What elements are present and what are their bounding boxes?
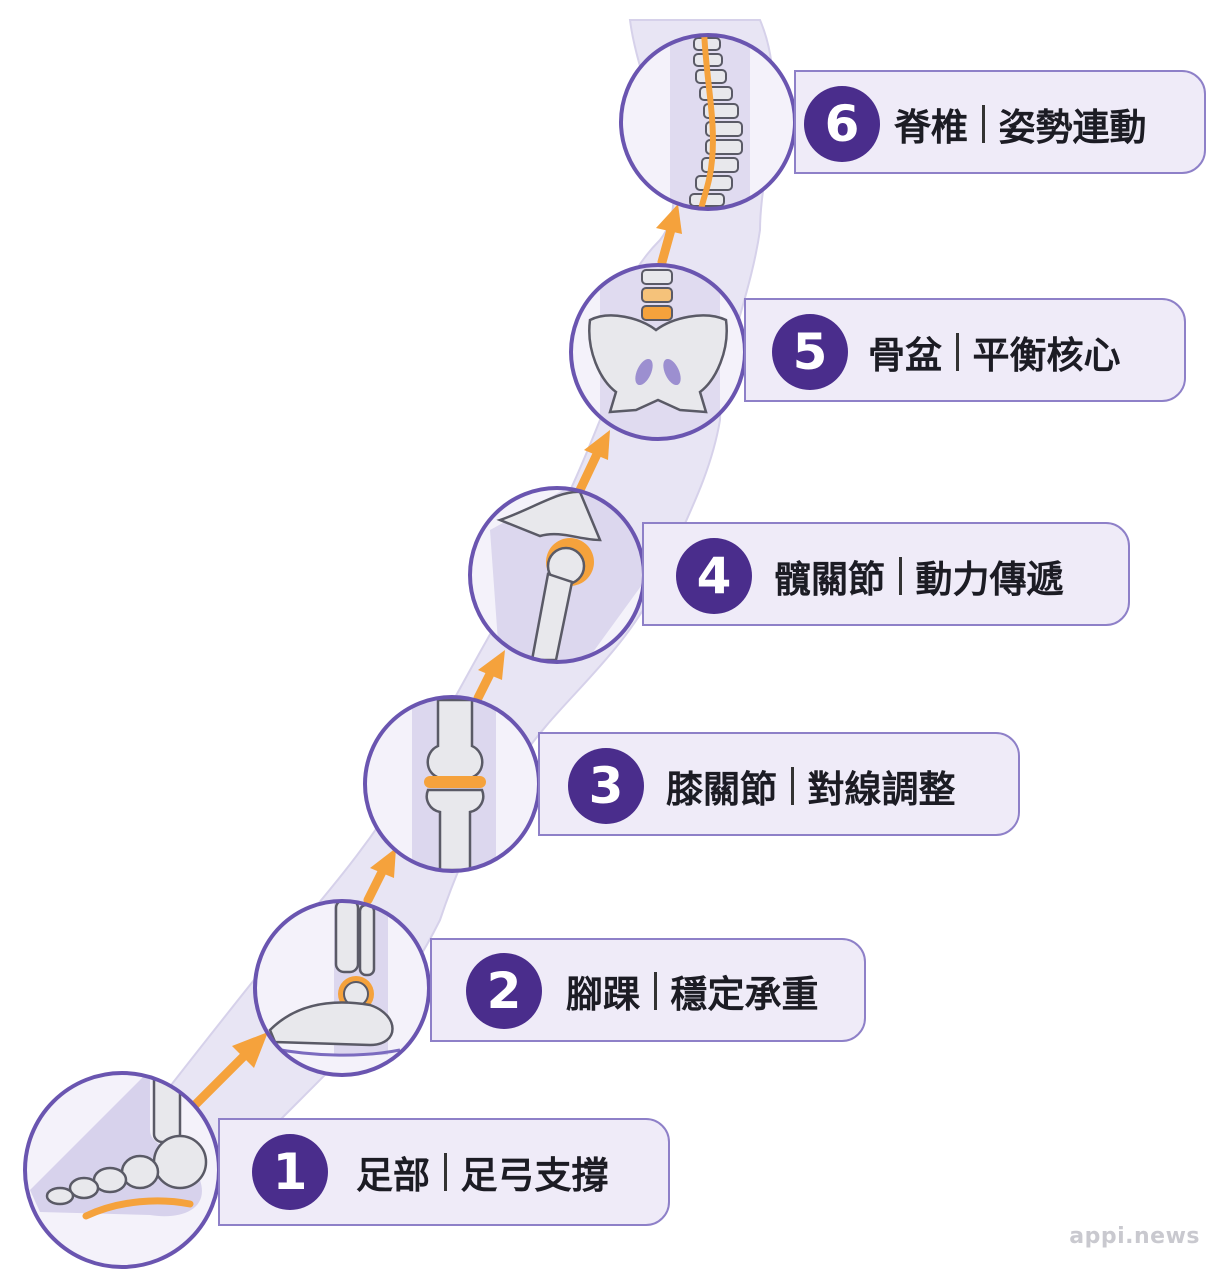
stage-number-1: 1 bbox=[252, 1134, 328, 1210]
stage-label-5: 骨盆平衡核心 bbox=[868, 322, 1121, 382]
stage-number-5: 5 bbox=[772, 314, 848, 390]
label-separator bbox=[654, 972, 657, 1010]
stage-part-1: 足部 bbox=[356, 1154, 430, 1197]
stage-number-3: 3 bbox=[568, 748, 644, 824]
stage-function-3: 對線調整 bbox=[807, 768, 956, 811]
arrow-4-to-5 bbox=[575, 430, 610, 495]
label-separator bbox=[956, 333, 959, 371]
spine-icon bbox=[619, 33, 797, 211]
stage-label-6: 脊椎姿勢連動 bbox=[894, 94, 1147, 154]
watermark: appi.news bbox=[1069, 1224, 1200, 1249]
label-separator bbox=[982, 105, 985, 143]
stage-part-5: 骨盆 bbox=[868, 334, 942, 377]
stage-function-6: 姿勢連動 bbox=[998, 106, 1147, 149]
pelvis-icon bbox=[569, 263, 747, 441]
stage-number-4: 4 bbox=[676, 538, 752, 614]
stage-part-2: 腳踝 bbox=[566, 973, 640, 1016]
stage-function-1: 足弓支撐 bbox=[460, 1154, 609, 1197]
stage-part-6: 脊椎 bbox=[894, 106, 968, 149]
arrow-3-to-4 bbox=[473, 650, 505, 703]
label-separator bbox=[791, 767, 794, 805]
stage-part-4: 髖關節 bbox=[774, 558, 885, 601]
stage-part-3: 膝關節 bbox=[666, 768, 777, 811]
stage-label-2: 腳踝穩定承重 bbox=[566, 961, 819, 1021]
arrow-1-to-2 bbox=[185, 1032, 268, 1115]
stage-function-5: 平衡核心 bbox=[972, 334, 1121, 377]
progression-arrows bbox=[185, 204, 682, 1115]
knee-icon bbox=[363, 695, 541, 873]
stage-label-1: 足部足弓支撐 bbox=[356, 1142, 609, 1202]
stage-number-2: 2 bbox=[466, 953, 542, 1029]
arrow-2-to-3 bbox=[363, 848, 396, 905]
label-separator bbox=[444, 1153, 447, 1191]
label-separator bbox=[899, 557, 902, 595]
hip-joint-icon bbox=[468, 486, 646, 664]
stage-function-4: 動力傳遞 bbox=[915, 558, 1064, 601]
stage-function-2: 穩定承重 bbox=[670, 973, 819, 1016]
arrow-5-to-6 bbox=[656, 204, 682, 267]
stage-label-3: 膝關節對線調整 bbox=[666, 756, 956, 816]
stage-number-6: 6 bbox=[804, 86, 880, 162]
stage-label-4: 髖關節動力傳遞 bbox=[774, 546, 1064, 606]
ankle-icon bbox=[253, 899, 431, 1077]
foot-arch-icon bbox=[23, 1071, 221, 1269]
body-band bbox=[58, 19, 775, 1252]
